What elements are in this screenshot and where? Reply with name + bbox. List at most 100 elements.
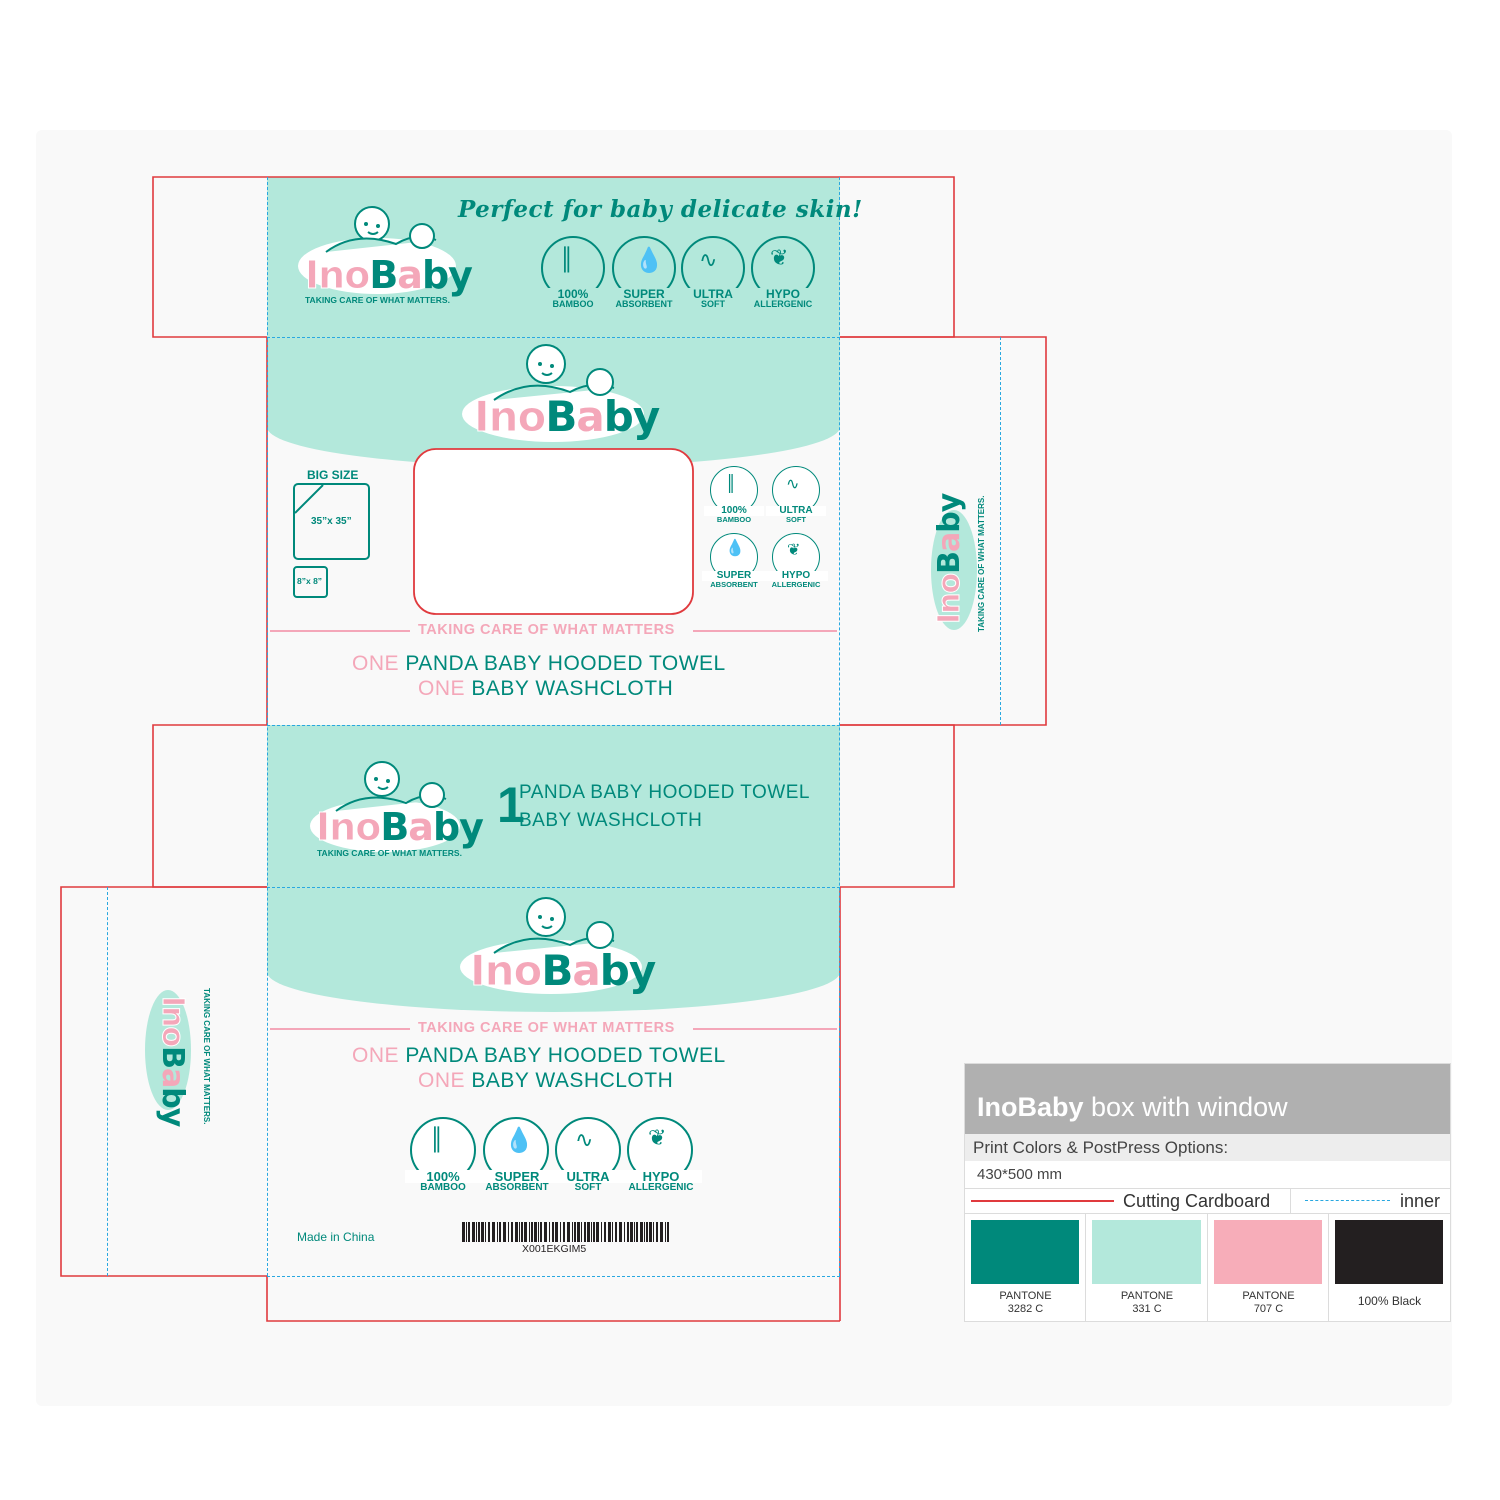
badge-line2: ABSORBENT — [485, 1182, 549, 1193]
feather-icon: ∿ — [786, 474, 800, 493]
front-product-line-2: ONE BABY WASHCLOTH — [418, 677, 673, 701]
legend-inner-label: inner — [1400, 1191, 1441, 1211]
water-drop-icon: 💧 — [725, 538, 745, 557]
color-swatch — [1092, 1220, 1201, 1284]
badge-line1: 100% — [405, 1170, 481, 1183]
swatch-line2: 331 C — [1132, 1303, 1162, 1316]
barcode-bar — [601, 1222, 602, 1242]
badge-line2: ABSORBENT — [615, 299, 673, 309]
fold-line — [267, 725, 840, 726]
side-item-1: PANDA BABY HOODED TOWEL — [519, 782, 810, 803]
logo-by: by — [599, 946, 656, 995]
barcode-bar — [515, 1222, 518, 1242]
side-item-2: BABY WASHCLOTH — [519, 810, 703, 831]
swatch-cell: PANTONE 331 C — [1086, 1214, 1208, 1322]
fold-line — [267, 887, 840, 888]
swatch-line1: PANTONE — [1242, 1290, 1295, 1302]
fold-line — [267, 337, 840, 338]
small-size-value: 8”x 8” — [297, 576, 323, 586]
barcode-bar — [593, 1222, 595, 1242]
spec-size: 430*500 mm — [977, 1166, 1063, 1183]
barcode-bar — [540, 1222, 542, 1242]
logo-b: B — [369, 253, 398, 297]
barcode-bar — [544, 1222, 547, 1242]
barcode-bar — [646, 1222, 648, 1242]
spec-title-brand: InoBaby — [977, 1092, 1084, 1122]
fold-corner-icon — [295, 485, 324, 514]
barcode-bar — [488, 1222, 490, 1242]
badge-line1: 100% — [536, 288, 610, 300]
badge-line1: HYPO — [744, 288, 822, 300]
logo-ino: Ino — [469, 946, 542, 995]
barcode-bar — [524, 1222, 527, 1242]
back-tagline: TAKING CARE OF WHAT MATTERS — [418, 1020, 675, 1036]
badge-label: HYPO ALLERGENIC — [620, 1170, 702, 1193]
color-swatch — [1335, 1220, 1443, 1284]
barcode-bar — [612, 1222, 613, 1242]
badge-label: HYPO ALLERGENIC — [764, 571, 828, 589]
badge-line2: ALLERGENIC — [628, 1182, 694, 1193]
brand-tagline: TAKING CARE OF WHAT MATTERS. — [305, 295, 450, 305]
logo-ino: Ino — [315, 805, 381, 849]
barcode-bar — [630, 1222, 633, 1242]
logo-cloud — [460, 940, 642, 994]
line-one-word: ONE — [352, 1044, 400, 1067]
brand-logo: InoBaby — [315, 805, 483, 849]
barcode-bar — [649, 1222, 652, 1242]
badge-label: SUPER ABSORBENT — [604, 288, 684, 309]
side-count: 1 — [497, 777, 526, 833]
swatch-label: 100% Black — [1329, 1294, 1450, 1308]
brand-tagline: TAKING CARE OF WHAT MATTERS. — [977, 495, 986, 632]
barcode-bar — [584, 1222, 586, 1242]
logo-cloud — [462, 386, 644, 442]
logo-ino: Ino — [932, 573, 968, 624]
barcode-bar — [499, 1222, 501, 1242]
swatch-row: PANTONE 3282 C PANTONE 331 C PANTONE 707… — [965, 1214, 1450, 1322]
badge-line1: ULTRA — [676, 288, 750, 300]
swatch-label: PANTONE 707 C — [1208, 1290, 1329, 1316]
back-product-line-2: ONE BABY WASHCLOTH — [418, 1069, 673, 1093]
swatch-label: PANTONE 331 C — [1086, 1290, 1208, 1316]
line-product-name: BABY WASHCLOTH — [471, 1069, 674, 1092]
barcode-bar — [552, 1222, 554, 1242]
divider-line — [1290, 1189, 1291, 1213]
logo-a: a — [408, 805, 434, 849]
logo-ino: Ino — [473, 392, 546, 441]
barcode-bar — [587, 1222, 590, 1242]
barcode-bar — [640, 1222, 643, 1242]
big-size-value: 35”x 35” — [311, 516, 352, 527]
swatch-line1: PANTONE — [1120, 1290, 1174, 1302]
swatch-line1: PANTONE — [999, 1290, 1052, 1302]
spec-card: InoBaby box with window Print Colors & P… — [964, 1063, 1451, 1322]
line-one-word: ONE — [352, 652, 400, 675]
line-one-word: ONE — [418, 1069, 466, 1092]
badge-line1: ULTRA — [550, 1170, 626, 1183]
logo-by: by — [932, 493, 967, 533]
top-headline: Perfect for baby delicate skin! — [458, 196, 863, 223]
line-product-name: PANDA BABY HOODED TOWEL — [405, 652, 726, 675]
barcode-bar — [519, 1222, 520, 1242]
barcode-bar — [563, 1222, 565, 1242]
badge-label: ULTRA SOFT — [550, 1170, 626, 1193]
big-size-label: BIG SIZE — [307, 468, 359, 482]
badge-label: 100% BAMBOO — [405, 1170, 481, 1193]
barcode-bar — [644, 1222, 645, 1242]
barcode — [462, 1222, 669, 1242]
fold-line — [107, 887, 108, 1276]
barcode-bar — [634, 1222, 635, 1242]
spec-title-bar: InoBaby box with window — [965, 1064, 1450, 1134]
badge-label: 100% BAMBOO — [536, 288, 610, 309]
water-drop-icon: 💧 — [634, 246, 664, 274]
barcode-bar — [596, 1222, 599, 1242]
badge-line2: BAMBOO — [420, 1182, 466, 1193]
side-flap-logo: InoBaby TAKING CARE OF WHAT MATTERS. — [135, 980, 211, 1180]
big-size-square: 35”x 35” — [293, 483, 370, 560]
barcode-bar — [529, 1222, 530, 1242]
badge-line2: ALLERGENIC — [753, 299, 813, 309]
barcode-bar — [485, 1222, 486, 1242]
barcode-bar — [481, 1222, 484, 1242]
badge-line2: SOFT — [786, 515, 806, 524]
barcode-bar — [511, 1222, 513, 1242]
swatch-cell: 100% Black — [1329, 1214, 1450, 1322]
